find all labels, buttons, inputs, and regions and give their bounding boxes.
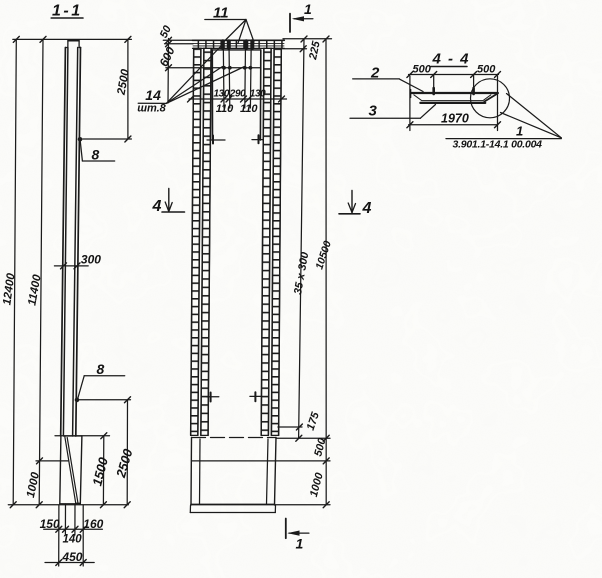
svg-text:450: 450 <box>61 550 82 564</box>
svg-text:500: 500 <box>312 436 329 458</box>
svg-text:130: 130 <box>250 89 266 100</box>
svg-text:300: 300 <box>81 253 101 267</box>
svg-text:225: 225 <box>307 39 323 61</box>
svg-text:175: 175 <box>305 410 322 432</box>
svg-text:11: 11 <box>213 4 229 21</box>
svg-text:8: 8 <box>97 361 105 377</box>
svg-text:шт.8: шт.8 <box>137 102 166 114</box>
svg-text:140: 140 <box>63 534 83 546</box>
svg-text:150: 150 <box>40 517 60 531</box>
svg-text:130: 130 <box>214 89 230 100</box>
svg-text:1: 1 <box>304 1 312 17</box>
svg-text:50: 50 <box>158 23 174 40</box>
svg-text:290: 290 <box>229 89 246 100</box>
svg-text:1: 1 <box>296 535 304 551</box>
svg-text:1-1: 1-1 <box>52 3 83 20</box>
svg-text:500: 500 <box>477 64 496 76</box>
svg-text:4: 4 <box>362 200 372 217</box>
svg-text:3: 3 <box>369 103 378 120</box>
svg-text:14: 14 <box>145 87 161 103</box>
svg-text:500: 500 <box>413 64 432 76</box>
svg-text:4: 4 <box>152 198 162 215</box>
svg-text:2: 2 <box>370 65 380 82</box>
svg-text:4 - 4: 4 - 4 <box>432 51 471 68</box>
svg-text:3.901.1-14.1 00.004: 3.901.1-14.1 00.004 <box>453 138 543 150</box>
svg-text:1000: 1000 <box>25 471 42 499</box>
svg-text:2500: 2500 <box>115 68 132 97</box>
svg-text:110: 110 <box>240 103 258 115</box>
svg-text:8: 8 <box>92 147 100 163</box>
svg-text:11400: 11400 <box>26 273 43 306</box>
svg-text:110: 110 <box>216 103 234 115</box>
svg-text:1: 1 <box>516 124 523 139</box>
svg-text:12400: 12400 <box>1 272 17 306</box>
svg-text:1970: 1970 <box>441 112 469 126</box>
svg-text:160: 160 <box>83 517 103 531</box>
svg-text:1500: 1500 <box>89 455 111 487</box>
